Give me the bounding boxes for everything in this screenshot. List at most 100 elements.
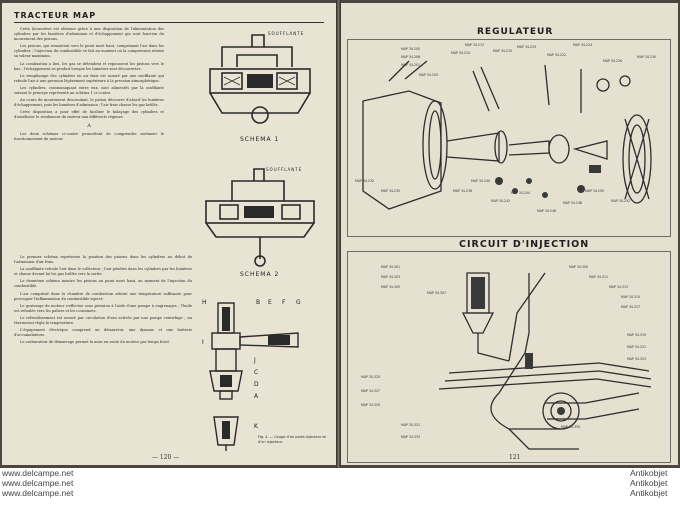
part-callout: MAP 34.335	[561, 425, 581, 429]
header-rule	[14, 22, 324, 23]
fig-letter: F	[282, 299, 286, 306]
part-callout: MAP 34.305	[381, 285, 401, 289]
paragraph: L'équipement électrique comprend un déma…	[14, 328, 192, 338]
part-callout: MAP 34.313	[609, 285, 629, 289]
text-column-1: Cette locomotive est obtenue grâce à une…	[14, 27, 164, 144]
schema-2-diagram	[205, 168, 315, 267]
paragraph: Les cylindres, communiquant entre eux, s…	[14, 85, 164, 96]
watermark-line: Antikobjet	[630, 468, 668, 478]
paragraph: Les pistons, qui remontent vers le point…	[14, 44, 164, 59]
paragraph: Le carburateur de démarrage permet la mi…	[20, 340, 170, 345]
part-callout: MAP 34.319	[627, 333, 647, 337]
fig-letter: G	[296, 299, 301, 306]
magazine-spread: TRACTEUR MAP Cette locomotive est obtenu…	[0, 0, 680, 468]
fig-letter: D	[254, 381, 259, 388]
section-mark: A	[87, 122, 91, 129]
part-callout: MAP 34.311	[589, 275, 609, 279]
part-callout: MAP 34.244	[511, 191, 531, 195]
fig-letter: K	[254, 423, 258, 430]
regulator-exploded-view	[362, 60, 652, 210]
watermark-line: www.delcampe.net	[2, 478, 74, 488]
regulator-frame	[347, 39, 671, 237]
part-callout: MAP 34.222	[547, 53, 567, 57]
fig-letter: B	[256, 299, 261, 306]
watermark-line: Antikobjet	[630, 488, 668, 498]
spine	[336, 0, 341, 468]
paragraph: Cette locomotive est obtenue grâce à une…	[14, 27, 164, 42]
fig-letter: E	[268, 299, 272, 306]
watermark-line: www.delcampe.net	[2, 488, 74, 498]
part-callout: MAP 34.333	[401, 435, 421, 439]
part-callout: MAP 34.248	[563, 201, 583, 205]
part-callout: MAP 34.210	[451, 51, 471, 55]
watermark-line: Antikobjet	[630, 478, 668, 488]
part-callout: MAP 34.250	[585, 189, 605, 193]
part-callout: MAP 34.317	[621, 305, 641, 309]
part-callout: MAP 34.224	[573, 43, 593, 47]
paragraph: Les deux schémas ci-contre permettent de…	[14, 131, 164, 141]
paragraph: Le remplissage des cylindres en air frai…	[14, 73, 164, 83]
page-number-left: — 120 —	[152, 454, 180, 461]
watermark-line: www.delcampe.net	[2, 468, 74, 478]
part-callout: MAP 34.303	[381, 275, 401, 279]
paragraph: Au cours du mouvement descendant, le pis…	[14, 98, 164, 108]
paragraph: Le deuxième schéma montre les pistons au…	[14, 279, 192, 289]
right-page: REGULATEUR	[341, 3, 678, 465]
schema-1-label: SCHEMA 1	[240, 136, 280, 143]
paragraph: Le premier schéma représente la position…	[14, 255, 192, 265]
paragraph: Cette disposition a pour effet de facili…	[14, 110, 164, 120]
part-callout: MAP 34.307	[427, 291, 447, 295]
soufflante-label-2: SOUFFLANTE	[266, 167, 303, 172]
page-number-right: 121	[509, 454, 521, 461]
paragraph: La soufflante refoule l'air dans le coll…	[14, 267, 192, 277]
part-callout: MAP 34.246	[537, 209, 557, 213]
part-callout: MAP 34.215	[493, 49, 513, 53]
schema-1-diagram	[209, 34, 311, 124]
schema-2-label: SCHEMA 2	[240, 271, 280, 278]
left-page: TRACTEUR MAP Cette locomotive est obtenu…	[2, 3, 336, 465]
part-callout: MAP 34.309	[569, 265, 589, 269]
fig-letter: J	[254, 357, 256, 364]
part-callout: MAP 34.213	[465, 43, 485, 47]
injection-circuit-diagram	[438, 272, 652, 450]
part-callout: MAP 34.327	[361, 389, 381, 393]
paragraph: Le graissage du moteur s'effectue sous p…	[14, 303, 192, 313]
part-callout: MAP 34.203	[419, 73, 439, 77]
part-callout: MAP 34.242	[491, 199, 511, 203]
part-callout: MAP 34.301	[381, 265, 401, 269]
part-callout: MAP 34.206	[401, 55, 421, 59]
injection-frame	[347, 251, 671, 463]
regulator-title: REGULATEUR	[477, 27, 554, 37]
part-callout: MAP 34.235	[381, 189, 401, 193]
part-callout: MAP 34.226	[603, 59, 623, 63]
injection-title: CIRCUIT D'INJECTION	[459, 239, 590, 250]
fig-letter: H	[202, 299, 207, 306]
part-callout: MAP 34.321	[627, 345, 647, 349]
watermark-right: Antikobjet Antikobjet Antikobjet	[630, 468, 667, 498]
part-callout: MAP 34.240	[471, 179, 491, 183]
part-callout: MAP 34.230	[637, 55, 657, 59]
text-column-2: Le premier schéma représente la position…	[14, 255, 192, 347]
paragraph: La combustion a lieu, les gaz se détende…	[14, 61, 164, 71]
part-callout: MAP 34.238	[453, 189, 473, 193]
part-callout: MAP 34.315	[621, 295, 641, 299]
running-head: TRACTEUR MAP	[14, 11, 97, 20]
part-callout: MAP 34.252	[611, 199, 631, 203]
watermark-left: www.delcampe.net www.delcampe.net www.de…	[2, 468, 73, 498]
fig-letter: I	[202, 339, 204, 346]
part-callout: MAP 34.201	[401, 63, 421, 67]
part-callout: MAP 34.205	[401, 47, 421, 51]
soufflante-label: SOUFFLANTE	[268, 31, 305, 36]
fig-letter: C	[254, 369, 259, 376]
part-callout: MAP 34.323	[627, 357, 647, 361]
watermark-strip: www.delcampe.net www.delcampe.net www.de…	[0, 468, 680, 506]
paragraph: L'air comprimé dans la chambre de combus…	[14, 291, 192, 301]
part-callout: MAP 34.331	[401, 423, 421, 427]
figure-caption: Fig. 4. — Coupe d'un porte-injecteur et …	[258, 435, 326, 444]
part-callout: MAP 34.232	[355, 179, 375, 183]
part-callout: MAP 34.325	[361, 375, 381, 379]
fig-letter: A	[254, 393, 259, 400]
part-callout: MAP 34.329	[361, 403, 381, 407]
part-callout: MAP 34.220	[517, 45, 537, 49]
injector-diagram	[209, 302, 299, 451]
